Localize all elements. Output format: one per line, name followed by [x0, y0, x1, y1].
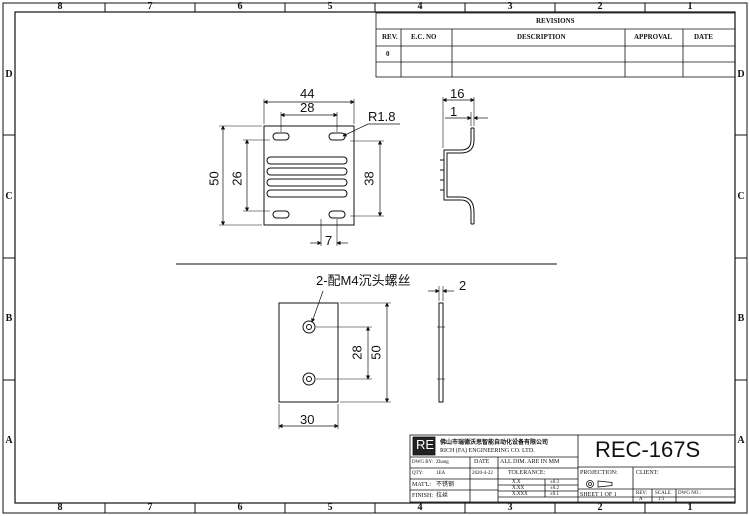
dim-2: 2: [459, 278, 467, 293]
dim-26: 26: [229, 171, 245, 186]
zone-col-8-bottom: 8: [57, 502, 63, 513]
qty-value: 1EA: [436, 471, 446, 476]
rev-value: A: [639, 497, 643, 502]
plate-side-view: [428, 286, 454, 403]
company-logo: RE: [416, 437, 435, 452]
dim-50-plate: 50: [368, 345, 384, 360]
zone-row-a-right: A: [737, 435, 745, 446]
zone-col-3: 3: [507, 1, 513, 12]
date-label: DATE: [474, 459, 490, 465]
dim-28-top: 28: [300, 100, 315, 115]
tol-row-3-label: X.XXX: [512, 492, 528, 497]
tol-row-3-value: ±0.1: [550, 492, 559, 497]
zone-row-b-right: B: [737, 313, 745, 324]
zone-col-1-bottom: 1: [687, 502, 693, 513]
dim-16: 16: [450, 86, 465, 101]
zone-col-3-bottom: 3: [507, 502, 513, 513]
dim-38: 38: [361, 171, 377, 186]
rev-col-rev: REV.: [382, 33, 398, 41]
dim-7: 7: [325, 233, 333, 248]
dim-30: 30: [300, 412, 315, 427]
tolerance-label: TOLERANCE:: [508, 470, 546, 476]
zone-col-8: 8: [57, 1, 63, 12]
matl-value: 不锈钢: [436, 482, 455, 488]
top-view: [219, 99, 400, 246]
finish-value: 拉丝: [436, 493, 449, 499]
zone-col-7: 7: [147, 1, 153, 12]
company-name-en: RICH (FA) ENGINEERING CO. LTD.: [440, 448, 535, 454]
zone-col-7-bottom: 7: [147, 502, 153, 513]
rev-col-description: DESCRIPTION: [517, 33, 566, 41]
revisions-title: REVISIONS: [536, 17, 575, 25]
screw-note: 2-配M4沉头螺丝: [316, 273, 411, 288]
rev-row-0: 0: [386, 50, 390, 58]
projection-label: PROJECTION:: [580, 470, 618, 476]
tol-row-1-value: ±0.3: [550, 480, 559, 485]
sheet-count: SHEET 1 OF 1: [580, 492, 617, 498]
dim-44: 44: [300, 86, 315, 101]
dim-1: 1: [450, 104, 458, 119]
zone-col-6-bottom: 6: [237, 502, 243, 513]
plate-view: [278, 290, 391, 429]
tol-row-2-label: X.XX: [512, 486, 525, 491]
matl-label: MAT'L:: [412, 482, 432, 488]
date-value: 2020-4-22: [472, 471, 493, 476]
dim-50-top: 50: [206, 171, 222, 186]
zone-row-c: C: [5, 191, 13, 202]
zone-row-b: B: [5, 313, 13, 324]
company-name-cn: 佛山市瑞德沃思智能自动化设备有限公司: [440, 440, 549, 446]
client-label: CLIENT:: [636, 470, 659, 476]
dwg-by-label: DWG BY:: [412, 460, 434, 465]
zone-row-d: D: [5, 69, 13, 80]
zone-row-c-right: C: [737, 191, 745, 202]
qty-label: QTY:: [412, 471, 424, 476]
revisions-table: [375, 12, 736, 78]
zone-col-5-bottom: 5: [327, 502, 333, 513]
zone-col-2: 2: [597, 1, 603, 12]
rev-col-date: DATE: [694, 33, 713, 41]
rev-col-approval: APPROVAL: [634, 33, 672, 41]
tol-row-2-value: ±0.2: [550, 486, 559, 491]
dim-28-plate: 28: [349, 345, 365, 360]
dims-note: ALL DIM. ARE IN MM: [500, 459, 560, 465]
zone-col-4-bottom: 4: [417, 502, 423, 513]
zone-col-2-bottom: 2: [597, 502, 603, 513]
rev-label: REV:: [636, 491, 648, 496]
drawing-number: REC-167S: [595, 437, 701, 462]
zone-col-4: 4: [417, 1, 423, 12]
zone-row-a: A: [5, 435, 13, 446]
zone-row-d-right: D: [737, 69, 745, 80]
zone-col-5: 5: [327, 1, 333, 12]
scale-label: SCALE: [655, 491, 671, 496]
rev-col-ecno: E.C. NO: [411, 33, 437, 41]
dwg-no-label: DWG NO.:: [678, 491, 702, 496]
dwg-by-value: Zhang: [436, 460, 449, 465]
title-block: [409, 434, 736, 503]
zone-col-1: 1: [687, 1, 693, 12]
finish-label: FINISH:: [412, 493, 434, 499]
tol-row-1-label: X.X: [512, 480, 521, 485]
zone-col-6: 6: [237, 1, 243, 12]
scale-value: 1:1: [658, 497, 665, 502]
dim-r18: R1.8: [368, 109, 396, 124]
side-view: [440, 97, 488, 225]
